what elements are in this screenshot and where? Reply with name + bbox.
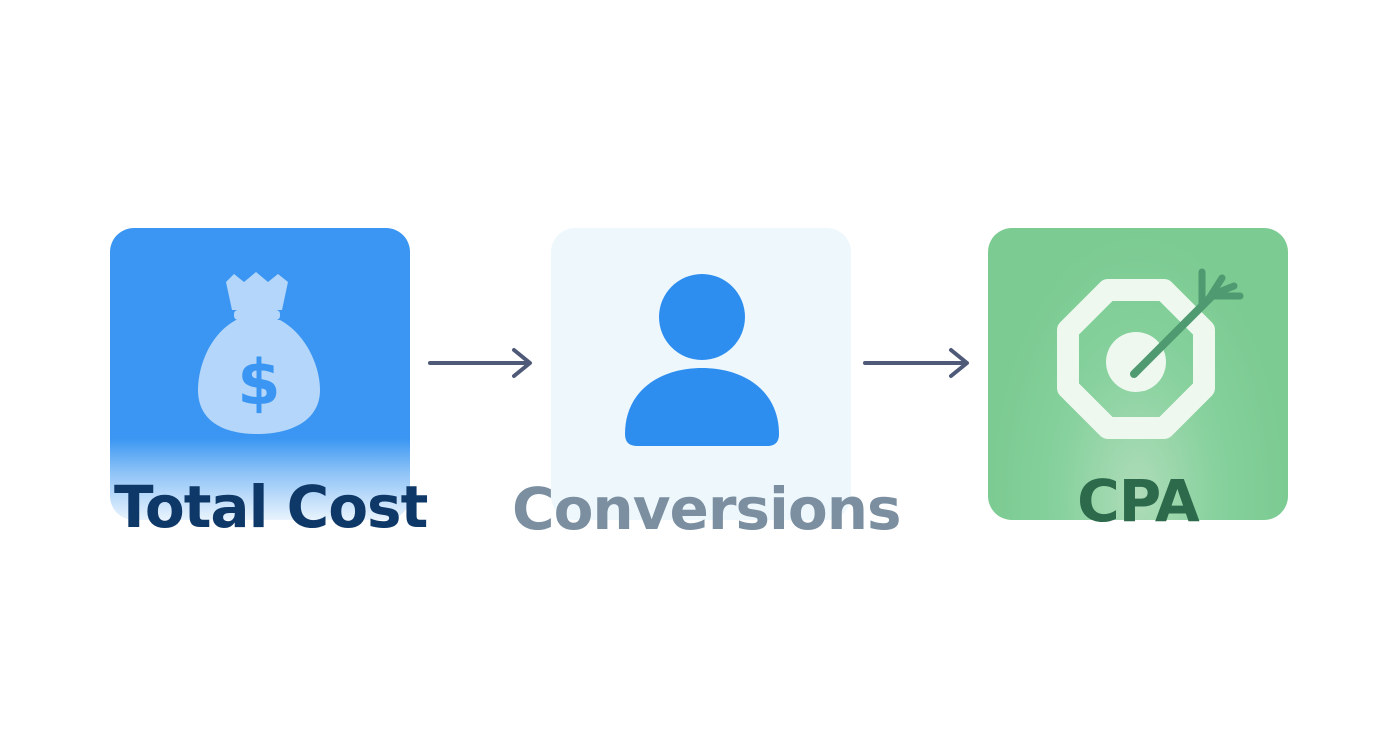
total-cost-node: $: [110, 228, 410, 520]
total-cost-label: Total Cost: [114, 473, 428, 541]
arrow-right-icon: [428, 348, 532, 378]
cpa-label: CPA: [1077, 467, 1200, 535]
target-icon: [1057, 268, 1244, 439]
conversions-label: Conversions: [512, 475, 902, 543]
conversions-node: [551, 228, 851, 520]
arrow-right-icon: [863, 348, 969, 378]
person-icon: [625, 274, 779, 446]
cpa-node: [988, 228, 1288, 520]
money-bag-icon: $: [198, 272, 320, 434]
svg-text:$: $: [237, 346, 280, 419]
